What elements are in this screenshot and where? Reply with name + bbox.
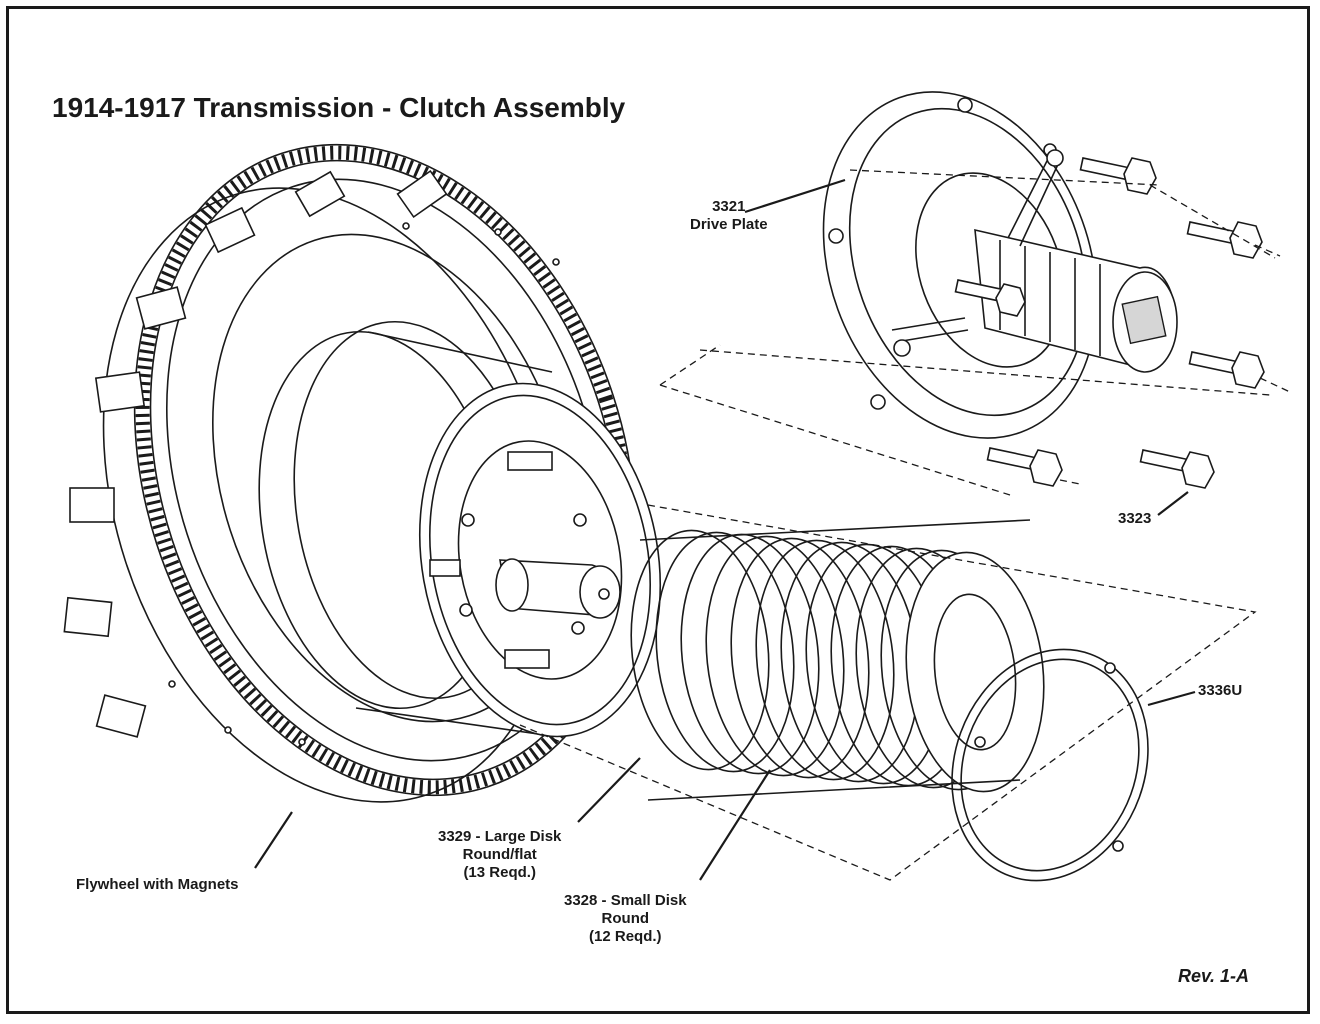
bolt: [1188, 351, 1265, 389]
diagram-border: [6, 6, 1310, 1014]
part-name: Drive Plate: [690, 216, 768, 233]
leader-drive-plate: [744, 178, 846, 214]
leader-flywheel: [254, 811, 293, 869]
part-number: 3336U: [1198, 682, 1243, 699]
clutch-drum: [258, 320, 662, 738]
part-name: Flywheel with Magnets: [76, 876, 239, 893]
bolt: [954, 279, 1026, 317]
label-line: (12 Reqd.): [589, 928, 662, 945]
leader-ring: [1147, 690, 1196, 707]
revision-label: Rev. 1-A: [1178, 966, 1250, 986]
label-ring: 3336U: [1198, 682, 1242, 700]
diagram-title: 1914-1917 Transmission - Clutch Assembly: [52, 92, 626, 123]
bolt: [1079, 157, 1157, 195]
bolt: [1186, 221, 1263, 259]
bolts: [659, 157, 1291, 496]
label-bolt: 3323: [1118, 510, 1151, 528]
leader-small-disk: [699, 769, 771, 881]
leader-bolt: [1157, 491, 1189, 516]
part-number: 3323: [1118, 510, 1152, 527]
part-number: 3321: [712, 198, 746, 215]
label-drive-plate: 3321 Drive Plate: [690, 198, 768, 234]
clutch-disk-stack: [519, 504, 1257, 881]
label-line: 3329 - Large Disk: [438, 828, 562, 845]
label-line: Round/flat: [462, 846, 537, 863]
bolt: [986, 447, 1063, 487]
drive-plate: [822, 91, 1178, 439]
bolt: [1139, 449, 1215, 489]
label-line: (13 Reqd.): [463, 864, 536, 881]
label-large-disk: 3329 - Large Disk Round/flat (13 Reqd.): [438, 828, 561, 882]
label-small-disk: 3328 - Small Disk Round (12 Reqd.): [564, 892, 687, 946]
leader-large-disk: [577, 757, 641, 823]
label-line: Round: [601, 910, 650, 927]
label-flywheel: Flywheel with Magnets: [76, 876, 239, 894]
retaining-ring: [951, 648, 1149, 882]
label-line: 3328 - Small Disk: [564, 892, 687, 909]
